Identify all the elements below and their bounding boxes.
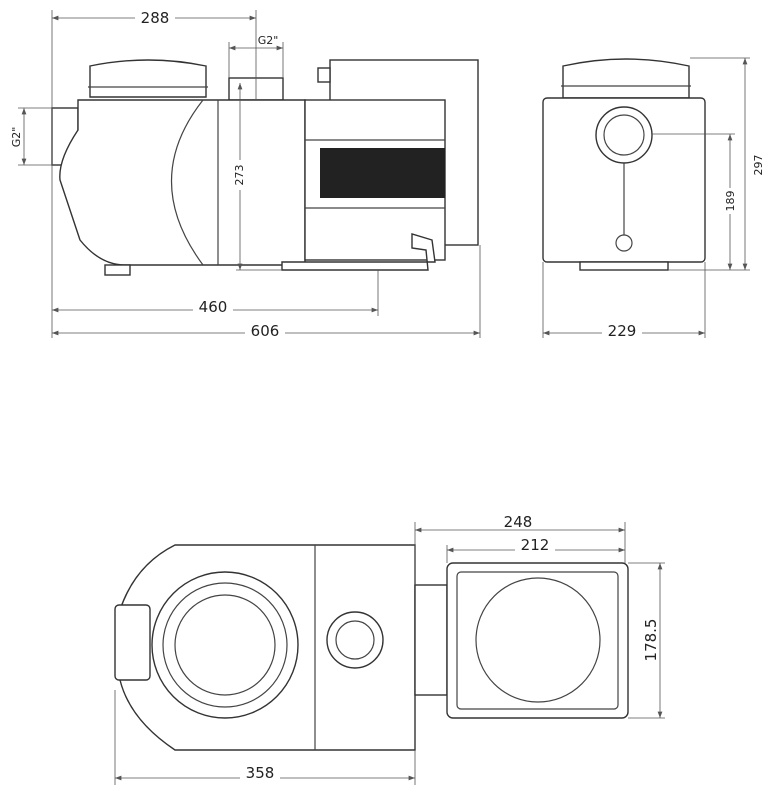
dim-248-label: 248	[504, 513, 533, 531]
dim-297-label: 297	[752, 155, 765, 176]
dim-460-label: 460	[199, 298, 228, 316]
motor-top	[446, 562, 629, 719]
top-view: 248 212 178.5 358	[114, 513, 665, 785]
dim-178-5-label: 178.5	[642, 619, 660, 662]
dim-606-label: 606	[251, 322, 280, 340]
dim-inlet-g2-label: G2"	[10, 127, 23, 148]
front-view: 297 189 229	[542, 57, 765, 340]
dim-212-label: 212	[521, 536, 550, 554]
dim-outlet-g2-label: G2"	[258, 34, 279, 47]
motor-fins	[320, 148, 445, 198]
base-foot	[281, 233, 436, 271]
dim-288-label: 288	[141, 9, 170, 27]
front-lid	[562, 58, 690, 99]
dim-358-label: 358	[246, 764, 275, 782]
top-inlet	[114, 604, 151, 681]
pump-housing	[59, 99, 306, 266]
outlet-circle-top	[326, 611, 384, 669]
dim-229-label: 229	[608, 322, 637, 340]
strainer-lid-top	[151, 571, 299, 719]
dim-273-label: 273	[233, 165, 246, 186]
strainer-lid	[89, 59, 207, 98]
fan-cover-circle	[475, 577, 601, 703]
side-view: 288 G2" G2" 273 460 606	[10, 8, 481, 340]
dim-189-label: 189	[724, 191, 737, 212]
